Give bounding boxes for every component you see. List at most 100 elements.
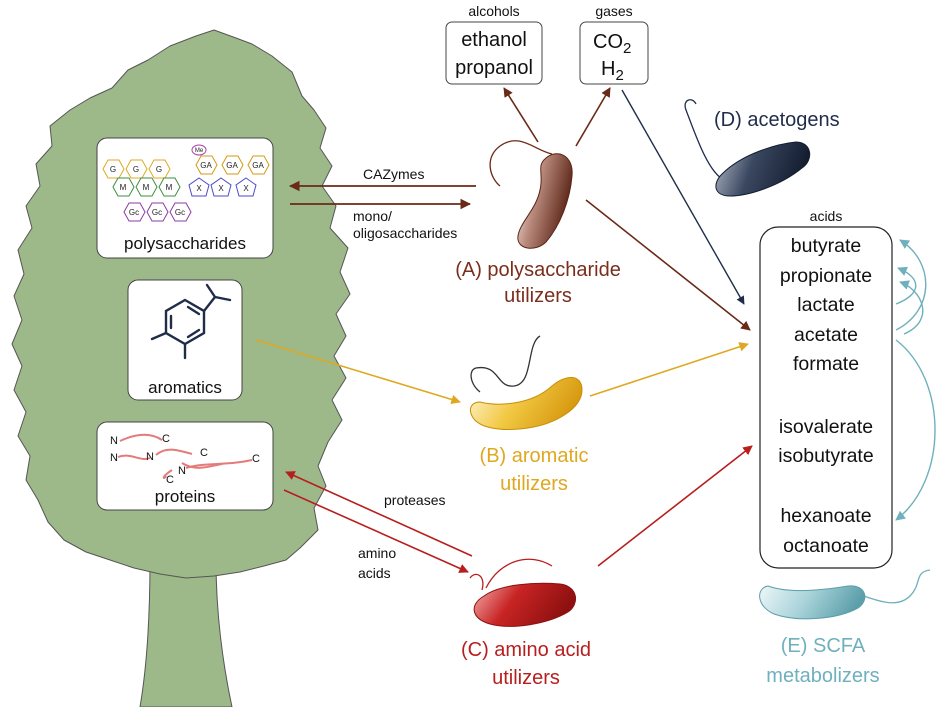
aromatic-ring-icon [150,283,232,360]
scfa-metabolizer-microbe: (E) SCFA metabolizers [759,569,931,687]
alcohols-title: alcohols [468,3,519,19]
mono-oligosaccharides-label-line1: mono/ [353,208,392,224]
amino-acids-label-line2: acids [358,565,391,581]
mannose-unit-1: M [120,183,127,192]
acid-item: butyrate [791,235,861,257]
acid-item: lactate [797,294,854,316]
gases-title: gases [595,3,632,19]
c-terminus-1: C [162,433,170,445]
flagellum-b [470,335,541,393]
acid-item: formate [793,353,859,375]
n-terminus-3: N [146,451,154,463]
aromatic-utilizers-to-acids-arrow [589,342,749,397]
polysaccharides-panel: G G G M M M Gc Gc Gc Me [96,137,274,259]
n-terminus-2: N [110,452,118,464]
protein-exchange-arrows [283,471,473,573]
aromatics-to-utilizers-arrow [255,339,461,405]
c-terminus-4: C [252,453,260,465]
amino-acids-label-line1: amino [358,545,396,561]
gc-unit-2: Gc [152,208,162,217]
amino-acid-utilizers-label-line1: (C) amino acid [461,639,591,661]
flagellum-a [489,140,553,187]
gc-chain: Gc Gc Gc [123,202,192,222]
scfa-loop-arrow-1 [895,239,927,331]
c-terminus-3: C [166,474,174,486]
flagellum-c [469,558,553,591]
scfa-metabolizers-label-line1: (E) SCFA [781,635,866,657]
xylose-unit-2: X [218,184,224,193]
mono-oligosaccharides-label-line2: oligosaccharides [353,225,457,241]
proteases-label: proteases [384,492,445,508]
gases-panel: gases CO2 H2 [579,3,649,85]
gas-h2: H2 [601,58,624,84]
glucose-unit-3: G [156,165,162,174]
mannose-chain: M M M [112,177,181,197]
bacterium-e-body [759,585,866,620]
polysaccharide-utilizers-to-alcohols-arrow [503,87,539,143]
scfa-loop-arrow-4 [895,339,936,521]
bacterium-d-body [715,141,811,197]
acetogen-microbe: (D) acetogens [684,99,840,197]
n-terminus-4: N [178,465,186,477]
acids-list: butyrate propionate lactate acetate formate i… [778,235,873,557]
xylose-unit-3: X [243,184,249,193]
c-terminus-2: C [200,447,208,459]
mannose-unit-3: M [166,183,173,192]
polysaccharide-utilizers-label-line2: utilizers [504,285,572,307]
glucose-unit-1: G [110,165,116,174]
polysaccharide-utilizers-label-line1: (A) polysaccharide [455,259,621,281]
flagellum-e [857,569,931,604]
bacterium-b-body [469,377,583,430]
tree-trunk [139,559,233,707]
methyl-tag: Me [195,148,204,154]
gas-co2: CO2 [593,31,631,57]
cazymes-label: CAZymes [363,166,424,182]
amino-acid-utilizer-microbe: (C) amino acid utilizers [461,558,591,689]
bacterium-a-body [517,153,573,249]
acid-item: propionate [780,265,872,287]
aromatic-utilizers-label-line2: utilizers [500,473,568,495]
alcohols-panel: alcohols ethanol propanol [445,3,543,85]
aromatic-utilizer-microbe: (B) aromatic utilizers [469,335,589,495]
polysaccharide-utilizers-to-acids-arrow [585,199,751,331]
acids-title: acids [810,208,843,224]
amino-acid-utilizers-label-line2: utilizers [492,667,560,689]
polysaccharide-utilizers-to-gases-arrow [575,87,611,147]
xylose-chain: X X X [188,177,257,197]
scfa-metabolizers-label-line2: metabolizers [766,665,879,687]
acid-item: hexanoate [780,505,871,527]
proteins-panel: N C N N C N C C proteins [96,421,274,511]
proteins-label: proteins [155,487,215,506]
gases-to-acids-arrow [621,89,745,305]
glucose-unit-2: G [133,165,139,174]
glucose-chain: G G G [102,159,171,179]
aromatics-panel: aromatics [127,279,243,401]
polysaccharides-label: polysaccharides [124,234,246,253]
acid-item: isovalerate [779,416,873,438]
polysaccharide-utilizer-microbe: (A) polysaccharide utilizers [455,140,621,307]
bacterium-c-body [473,582,576,627]
scfa-loop-arrow-3 [899,280,924,335]
acids-panel: acids butyrate propionate lactate acetate fo… [759,208,893,569]
scfa-loop-arrow-2 [895,266,917,305]
gc-unit-1: Gc [129,208,139,217]
peptide-chains [117,433,253,479]
mannose-unit-2: M [143,183,150,192]
alcohol-ethanol: ethanol [461,29,527,51]
alcohol-propanol: propanol [455,57,533,79]
amino-acids-arrow [283,489,469,573]
proteases-arrow [285,471,473,557]
galacturonic-unit-2: GA [226,161,238,170]
flagellum-d [684,99,725,181]
galacturonic-chain: GA GA GA [195,155,270,175]
acid-item: isobutyrate [778,445,873,467]
acetogens-label: (D) acetogens [714,109,840,131]
amino-acid-utilizers-to-acids-arrow [597,445,753,567]
polysaccharide-exchange-arrows [288,180,476,210]
xylose-unit-1: X [196,184,202,193]
acid-item: octanoate [783,535,869,557]
aromatic-utilizers-label-line1: (B) aromatic [480,445,589,467]
acid-item: acetate [794,324,858,346]
methyl-tag-shape [191,144,207,156]
aromatics-label: aromatics [148,378,222,397]
